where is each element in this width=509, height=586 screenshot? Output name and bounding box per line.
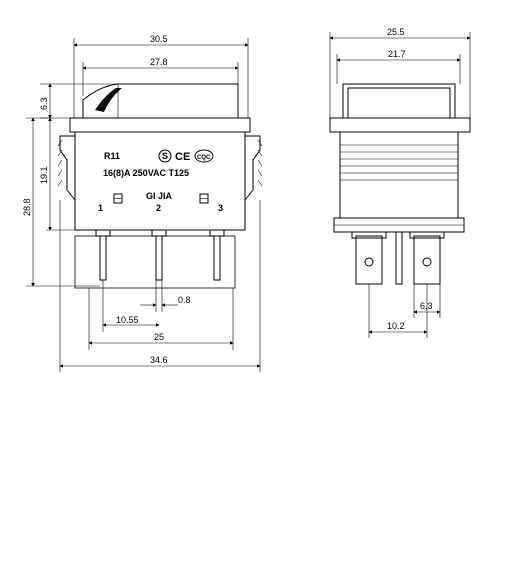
dim-28-8-vertical: 28.8 bbox=[22, 198, 32, 216]
terminal-label-2: 2 bbox=[156, 203, 161, 213]
side-view: 25.5 21.7 6.3 10.2 bbox=[329, 27, 471, 338]
ce-cert-label: CE bbox=[175, 151, 190, 163]
cqc-cert-icon bbox=[194, 149, 214, 163]
side-bezel bbox=[329, 117, 471, 133]
side-terminal-right bbox=[413, 235, 441, 285]
pin-3 bbox=[213, 235, 221, 281]
pin-2 bbox=[155, 235, 163, 281]
dim-25-5: 25.5 bbox=[387, 27, 405, 37]
cert-cqc-label: CQC bbox=[197, 155, 211, 161]
marking-code: GI JIA bbox=[146, 191, 173, 201]
dim-0-8: 0.8 bbox=[178, 295, 191, 305]
dim-25: 25 bbox=[154, 332, 164, 342]
rocker-shade bbox=[95, 88, 122, 112]
terminal-label-3: 3 bbox=[218, 203, 223, 213]
switch-body bbox=[74, 131, 246, 231]
dim-10-55: 10.55 bbox=[116, 315, 139, 325]
s-cert-icon bbox=[158, 149, 172, 163]
cert-s-label: S bbox=[162, 151, 168, 161]
front-view: R11 S CE CQC 16(8)A 250VAC T125 GI JIA 1… bbox=[22, 34, 263, 372]
pin-1 bbox=[99, 235, 107, 281]
terminal-label-1: 1 bbox=[98, 203, 103, 213]
dim-19-1-vertical: 19.1 bbox=[39, 166, 49, 184]
side-rocker bbox=[342, 83, 456, 119]
dim-34-6: 34.6 bbox=[150, 355, 168, 365]
dim-21-7: 21.7 bbox=[388, 49, 406, 59]
marking-rating: 16(8)A 250VAC T125 bbox=[103, 168, 189, 178]
marking-model: R11 bbox=[104, 151, 120, 161]
dim-27-8: 27.8 bbox=[150, 57, 168, 67]
rocker-shape bbox=[82, 83, 239, 119]
dim-10-2: 10.2 bbox=[387, 321, 405, 331]
side-terminal-left bbox=[355, 235, 383, 285]
dim-6-3-terminal: 6.3 bbox=[420, 301, 433, 311]
dim-30-5: 30.5 bbox=[150, 34, 168, 44]
dim-6-3-vertical: 6.3 bbox=[39, 97, 49, 110]
bezel bbox=[69, 117, 251, 133]
